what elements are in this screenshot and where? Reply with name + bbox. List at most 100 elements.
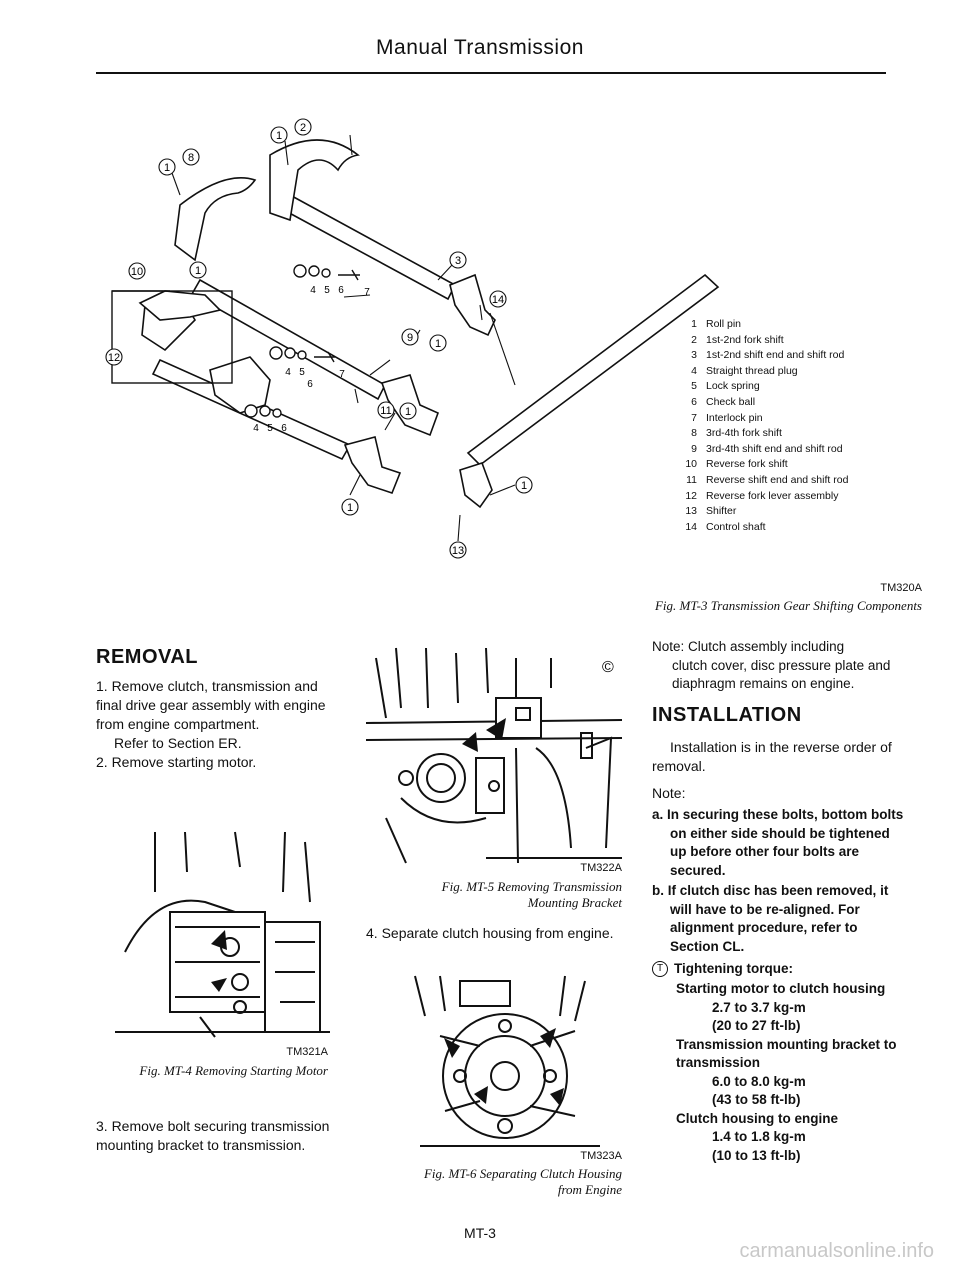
- page-header-title: Manual Transmission: [376, 36, 584, 59]
- installation-note-label: Note:: [652, 785, 686, 801]
- fig-mt6-caption-1: Fig. MT-6 Separating Clutch Housing: [423, 1166, 622, 1181]
- legend-item: 13 Shifter: [679, 504, 848, 520]
- legend-item-number: 3: [691, 349, 697, 362]
- header-rule: [96, 72, 886, 74]
- removal-step-1: 1. Remove clutch, transmission and final…: [96, 678, 326, 732]
- legend-item: 3 1st-2nd shift end and shift rod: [679, 348, 848, 364]
- callout-2: 2: [300, 122, 306, 134]
- photo-mounting-bracket: ©: [365, 647, 623, 868]
- torque-item-metric: 2.7 to 3.7 kg-m: [712, 999, 806, 1015]
- watermark: carmanualsonline.info: [739, 1240, 934, 1262]
- callout-5c: 5: [267, 423, 273, 434]
- callout-5b: 5: [299, 367, 305, 378]
- shifter: [459, 462, 493, 509]
- legend-item-number: 10: [685, 458, 697, 471]
- clutch-note-line-3: diaphragm remains on engine.: [672, 676, 855, 691]
- callout-11: 11: [380, 405, 391, 417]
- callout-9: 9: [407, 332, 413, 344]
- torque-heading: T Tightening torque:: [652, 960, 793, 979]
- legend-item-text: Shifter: [706, 505, 737, 518]
- photo-starting-motor: [115, 831, 330, 1042]
- removal-step-2: 2. Remove starting motor.: [96, 754, 257, 770]
- fig-mt6-code: TM323A: [580, 1150, 622, 1162]
- legend-item-text: Reverse shift end and shift rod: [706, 473, 849, 486]
- fig-mt3-caption: Fig. MT-3 Transmission Gear Shifting Com…: [654, 598, 922, 613]
- clutch-note: Note: Clutch assembly including clutch c…: [652, 638, 908, 694]
- torque-item-name: Transmission mounting bracket to transmi…: [676, 1036, 897, 1071]
- reverse-lever-body: [209, 356, 271, 414]
- fig-mt4-caption: Fig. MT-4 Removing Starting Motor: [139, 1063, 328, 1078]
- legend-item-text: Control shaft: [706, 520, 766, 533]
- callout-14: 14: [492, 294, 504, 306]
- callout-7a: 7: [364, 287, 370, 298]
- legend-item-number: 12: [685, 489, 697, 502]
- callout-13: 13: [452, 545, 464, 557]
- callout-6a: 6: [338, 285, 344, 296]
- legend-item-text: 1st-2nd shift end and shift rod: [706, 349, 845, 362]
- callout-3: 3: [455, 255, 461, 267]
- legend-item: 10 Reverse fork shift: [679, 457, 848, 473]
- callout-4c: 4: [253, 423, 259, 434]
- legend-item-text: 1st-2nd fork shift: [706, 333, 784, 346]
- legend-item: 7 Interlock pin: [679, 411, 848, 427]
- removal-step-4: 4. Separate clutch housing from engine.: [366, 925, 614, 941]
- callout-1g: 1: [521, 480, 527, 492]
- legend-item-text: Lock spring: [706, 380, 760, 393]
- torque-item-imperial: (43 to 58 ft-lb): [712, 1092, 801, 1107]
- callout-1d: 1: [435, 338, 441, 350]
- legend-item-number: 8: [691, 427, 697, 440]
- removal-heading: REMOVAL: [96, 646, 199, 668]
- legend-item-number: 14: [685, 520, 697, 533]
- callout-4a: 4: [310, 285, 316, 296]
- legend-item: 12 Reverse fork lever assembly: [679, 489, 848, 505]
- removal-step-1-ref: Refer to Section ER.: [114, 735, 242, 751]
- torque-item-metric: 6.0 to 8.0 kg-m: [712, 1073, 806, 1089]
- torque-icon: T: [652, 961, 668, 978]
- legend-item-text: Reverse fork shift: [706, 458, 788, 471]
- shift-rod-upper: [280, 193, 457, 301]
- legend-item-number: 4: [691, 364, 697, 377]
- torque-item: Starting motor to clutch housing 2.7 to 3…: [676, 980, 908, 1036]
- clutch-note-line-2: clutch cover, disc pressure plate and: [672, 657, 891, 673]
- clutch-note-line-1: Note: Clutch assembly including: [652, 639, 845, 654]
- legend-item-number: 13: [685, 505, 697, 518]
- callout-6c: 6: [281, 423, 287, 434]
- fig-mt5-caption-1: Fig. MT-5 Removing Transmission: [441, 879, 622, 894]
- callout-6b: 6: [307, 379, 313, 390]
- shifting-components-diagram: 1 1 2 8 3 1 10 9 1 14 11 1 12 1 1 13 4 5…: [105, 118, 720, 559]
- legend-item-number: 7: [691, 411, 697, 424]
- fig-mt4-code: TM321A: [286, 1046, 328, 1058]
- legend-item-number: 11: [686, 473, 697, 486]
- installation-heading: INSTALLATION: [652, 704, 802, 726]
- callout-5a: 5: [324, 285, 330, 296]
- torque-list: Starting motor to clutch housing 2.7 to 3…: [676, 980, 908, 1165]
- shift-end-reverse: [343, 436, 402, 494]
- legend-item-text: Reverse fork lever assembly: [706, 489, 839, 502]
- torque-item-imperial: (10 to 13 ft-lb): [712, 1147, 801, 1163]
- fork-1st-2nd: [269, 139, 360, 222]
- legend-item-number: 5: [691, 380, 697, 393]
- fork-3rd-4th: [174, 177, 257, 262]
- callout-1a: 1: [164, 162, 170, 174]
- callout-1b: 1: [276, 130, 282, 142]
- callout-12: 12: [108, 352, 120, 364]
- callout-1e: 1: [405, 406, 411, 418]
- fig-mt6-caption-2: from Engine: [557, 1182, 622, 1197]
- legend-item-text: Roll pin: [706, 318, 742, 330]
- legend-item-text: Interlock pin: [706, 411, 763, 424]
- legend-item-number: 2: [691, 333, 697, 346]
- legend-item-number: 1: [691, 318, 697, 330]
- mt5-corner-symbol: ©: [602, 659, 614, 676]
- torque-item-name: Clutch housing to engine: [676, 1110, 838, 1126]
- torque-item-name: Starting motor to clutch housing: [676, 981, 886, 996]
- installation-intro: Installation is in the reverse order of …: [652, 739, 892, 774]
- legend-item: 5 Lock spring: [679, 379, 848, 395]
- legend-item: 2 1st-2nd fork shift: [679, 333, 848, 349]
- photo-clutch-housing: [400, 975, 600, 1156]
- removal-step-3: 3. Remove bolt securing transmission mou…: [96, 1118, 330, 1153]
